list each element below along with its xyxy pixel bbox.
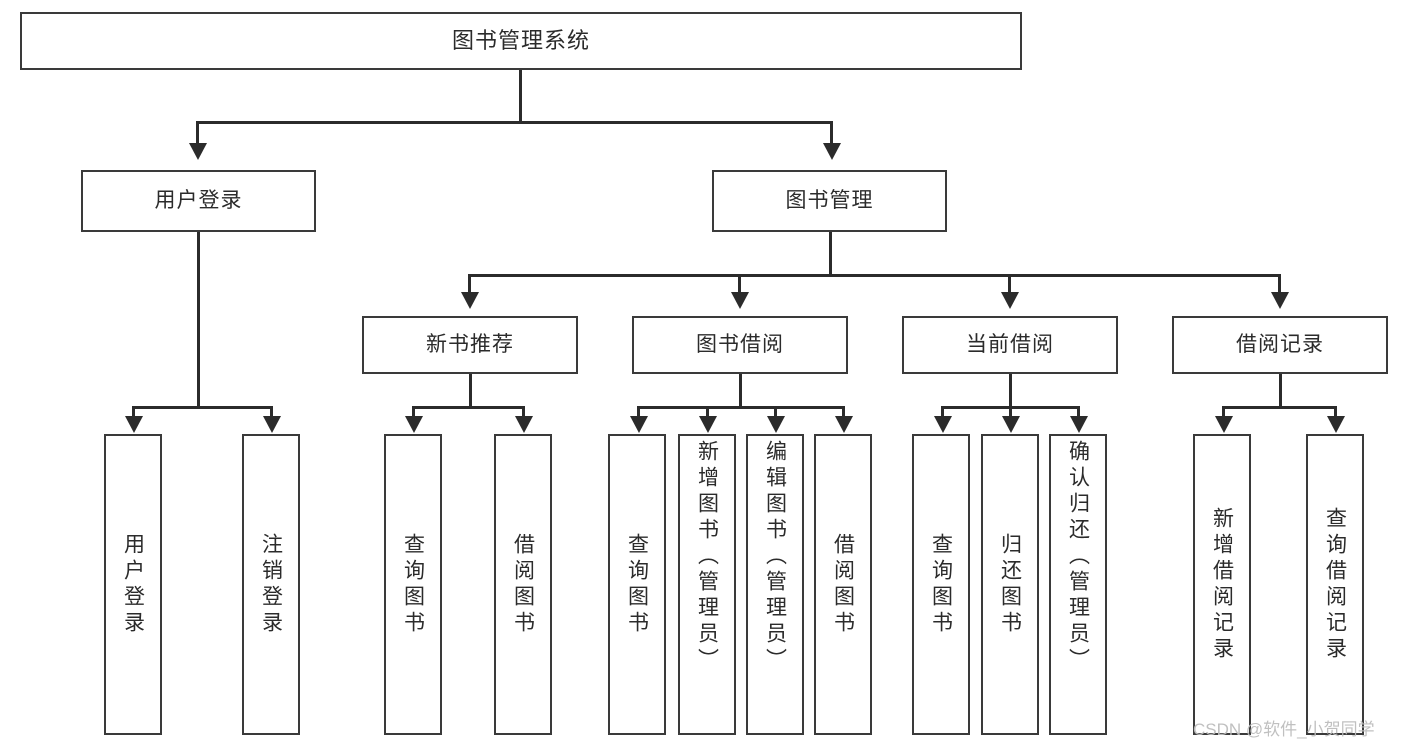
arrow-leaf-add-record — [1215, 416, 1233, 433]
leaf-logout[interactable]: 注销登录 — [242, 434, 300, 735]
connector-to-borrow-record — [1278, 274, 1281, 294]
leaf-add-borrow-record[interactable]: 新增借阅记录 — [1193, 434, 1251, 735]
arrow-leaf-borrow-book-2 — [835, 416, 853, 433]
node-label: 图书借阅 — [696, 333, 784, 357]
leaf-return-book[interactable]: 归还图书 — [981, 434, 1039, 735]
connector-current-borrow-stem — [1009, 374, 1012, 408]
arrow-leaf-query-book-1 — [405, 416, 423, 433]
connector-borrow-record-drop-1 — [1222, 406, 1225, 418]
leaf-add-book-admin[interactable]: 新增图书（管理员） — [678, 434, 736, 735]
node-label: 借阅图书 — [511, 532, 535, 637]
arrow-to-user-login — [189, 143, 207, 160]
connector-to-book-mgmt — [830, 121, 833, 145]
connector-new-book-bar — [412, 406, 525, 409]
connector-book-borrow-drop-4 — [842, 406, 845, 418]
arrow-leaf-user-login — [125, 416, 143, 433]
leaf-confirm-return-admin[interactable]: 确认归还（管理员） — [1049, 434, 1107, 735]
node-book-borrow[interactable]: 图书借阅 — [632, 316, 848, 374]
node-new-book-recommend[interactable]: 新书推荐 — [362, 316, 578, 374]
arrow-to-borrow-record — [1271, 292, 1289, 309]
leaf-edit-book-admin[interactable]: 编辑图书（管理员） — [746, 434, 804, 735]
node-root-system[interactable]: 图书管理系统 — [20, 12, 1022, 70]
node-label: 用户登录 — [121, 532, 145, 637]
node-current-borrow[interactable]: 当前借阅 — [902, 316, 1118, 374]
connector-book-borrow-drop-2 — [706, 406, 709, 418]
connector-book-borrow-stem — [739, 374, 742, 408]
node-label: 新书推荐 — [426, 333, 514, 357]
node-user-login[interactable]: 用户登录 — [81, 170, 316, 232]
arrow-leaf-add-book — [699, 416, 717, 433]
node-book-management[interactable]: 图书管理 — [712, 170, 947, 232]
node-label: 查询借阅记录 — [1323, 506, 1347, 663]
connector-to-user-login — [196, 121, 199, 145]
leaf-query-borrow-record[interactable]: 查询借阅记录 — [1306, 434, 1364, 735]
leaf-query-book-borrow[interactable]: 查询图书 — [608, 434, 666, 735]
connector-user-login-stem — [197, 232, 200, 408]
watermark-text: CSDN @软件_小贺同学 — [1193, 720, 1375, 739]
connector-book-borrow-bar — [637, 406, 843, 409]
arrow-leaf-logout — [263, 416, 281, 433]
connector-to-book-borrow — [738, 274, 741, 294]
connector-root-bar — [196, 121, 833, 124]
arrow-to-book-borrow — [731, 292, 749, 309]
node-label: 图书管理系统 — [451, 27, 590, 53]
connector-to-new-book — [468, 274, 471, 294]
node-label: 新增借阅记录 — [1210, 506, 1234, 663]
node-label: 查询图书 — [625, 532, 649, 637]
connector-borrow-record-bar — [1222, 406, 1337, 409]
node-label: 当前借阅 — [966, 333, 1054, 357]
arrow-to-book-mgmt — [823, 143, 841, 160]
connector-user-login-bar — [132, 406, 272, 409]
connector-book-borrow-drop-3 — [774, 406, 777, 418]
node-label: 查询图书 — [929, 532, 953, 637]
node-label: 查询图书 — [401, 532, 425, 637]
connector-current-borrow-drop-1 — [941, 406, 944, 418]
arrow-leaf-query-record — [1327, 416, 1345, 433]
connector-borrow-record-stem — [1279, 374, 1282, 408]
connector-current-borrow-drop-3 — [1077, 406, 1080, 418]
connector-root-stem — [519, 70, 522, 122]
leaf-borrow-book[interactable]: 借阅图书 — [814, 434, 872, 735]
node-borrow-record[interactable]: 借阅记录 — [1172, 316, 1388, 374]
arrow-leaf-query-book-2 — [630, 416, 648, 433]
connector-new-book-drop-2 — [522, 406, 525, 418]
arrow-to-current-borrow — [1001, 292, 1019, 309]
arrow-leaf-confirm-return — [1070, 416, 1088, 433]
node-label: 用户登录 — [154, 189, 243, 213]
node-label: 注销登录 — [259, 532, 283, 637]
connector-to-current-borrow — [1008, 274, 1011, 294]
node-label: 借阅记录 — [1236, 333, 1324, 357]
leaf-user-login[interactable]: 用户登录 — [104, 434, 162, 735]
node-label: 编辑图书（管理员） — [763, 440, 787, 674]
arrow-leaf-edit-book — [767, 416, 785, 433]
connector-borrow-record-drop-2 — [1334, 406, 1337, 418]
node-label: 新增图书（管理员） — [695, 440, 719, 674]
arrow-leaf-return-book — [1002, 416, 1020, 433]
arrow-leaf-borrow-book-1 — [515, 416, 533, 433]
node-label: 图书管理 — [785, 189, 874, 213]
connector-book-mgmt-bar — [468, 274, 1280, 277]
leaf-query-book-recommend[interactable]: 查询图书 — [384, 434, 442, 735]
connector-current-borrow-drop-2 — [1009, 406, 1012, 418]
leaf-borrow-book-recommend[interactable]: 借阅图书 — [494, 434, 552, 735]
node-label: 借阅图书 — [831, 532, 855, 637]
leaf-query-book-current[interactable]: 查询图书 — [912, 434, 970, 735]
connector-book-mgmt-stem — [829, 232, 832, 276]
node-label: 确认归还（管理员） — [1066, 440, 1090, 674]
connector-new-book-drop-1 — [412, 406, 415, 418]
arrow-to-new-book — [461, 292, 479, 309]
connector-new-book-stem — [469, 374, 472, 408]
node-label: 归还图书 — [998, 532, 1022, 637]
arrow-leaf-query-book-3 — [934, 416, 952, 433]
connector-user-login-drop-2 — [270, 406, 273, 418]
connector-book-borrow-drop-1 — [637, 406, 640, 418]
connector-user-login-drop-1 — [132, 406, 135, 418]
